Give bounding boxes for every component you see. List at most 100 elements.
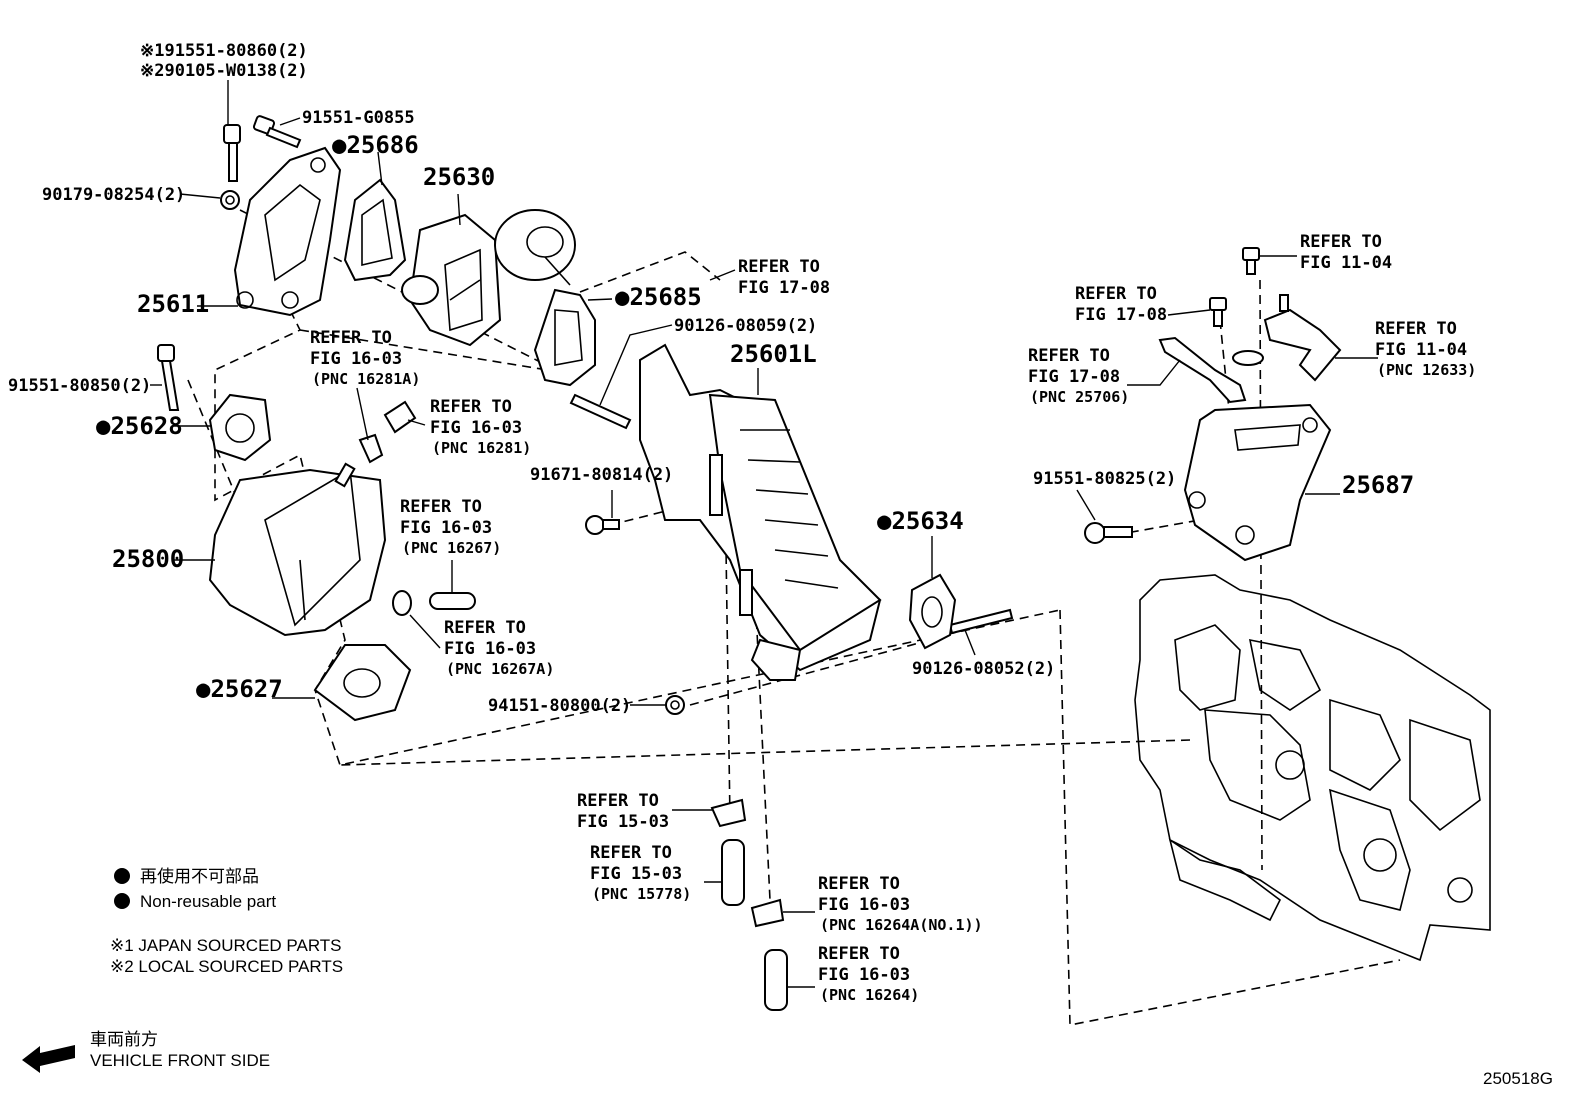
leader-lines <box>150 80 1378 990</box>
label-25611: 25611 <box>137 290 209 318</box>
label-94151-80800: 94151-80800(2) <box>488 696 631 716</box>
label-90126-08059: 90126-08059(2) <box>674 316 817 336</box>
clamp-15-03 <box>710 798 747 828</box>
part-25687-bracket <box>1183 403 1332 562</box>
nut-94151 <box>665 695 685 715</box>
label-25628: ●25628 <box>96 412 183 440</box>
bolt-fig-11-04 <box>1242 247 1260 275</box>
nut-90179 <box>220 190 240 210</box>
label-25634: ●25634 <box>877 507 964 535</box>
label-ref-16-03-a-1: REFER TO <box>310 328 392 348</box>
label-ref-15-03-a-2: FIG 15-03 <box>577 812 669 832</box>
legend: 再使用不可部品 Non-reusable part ※1 JAPAN SOURC… <box>110 866 343 976</box>
label-ref-16-03-b-1: REFER TO <box>430 397 512 417</box>
bracket-fig-17-08 <box>1158 336 1247 404</box>
label-91551-80825: 91551-80825(2) <box>1033 469 1176 489</box>
label-ref-17-08-a-1: REFER TO <box>738 257 820 277</box>
label-ref-15-03-b-3: (PNC 15778) <box>592 885 691 903</box>
vehicle-front-jp: 車両前方 <box>90 1030 158 1049</box>
label-ref-16-03-f-2: FIG 16-03 <box>818 965 910 985</box>
part-25685-gasket <box>533 288 596 387</box>
hose-clamp-16281A <box>358 433 384 464</box>
label-note1: ※191551-80860(2) <box>140 41 308 61</box>
label-25687: 25687 <box>1342 471 1414 499</box>
label-ref-16-03-d-2: FIG 16-03 <box>444 639 536 659</box>
label-ref-16-03-b-3: (PNC 16281) <box>432 439 531 457</box>
label-ref-16-03-e-2: FIG 16-03 <box>818 895 910 915</box>
bolt-91551-G0855 <box>252 115 302 149</box>
bolt-fig-17-08 <box>1209 297 1227 327</box>
label-ref-15-03-a-1: REFER TO <box>577 791 659 811</box>
label-ref-16-03-c-3: (PNC 16267) <box>402 539 501 557</box>
part-25634-gasket <box>908 573 957 650</box>
bolt-91671 <box>585 515 620 535</box>
vehicle-front-en: VEHICLE FRONT SIDE <box>90 1051 270 1070</box>
label-note2: ※290105-W0138(2) <box>140 61 308 81</box>
figure-code: 250518G <box>1483 1069 1553 1088</box>
label-25627: ●25627 <box>196 675 283 703</box>
non-reusable-bullet-icon <box>114 893 130 909</box>
part-25686-gasket <box>343 178 407 282</box>
vehicle-front-indicator: 車両前方 VEHICLE FRONT SIDE <box>22 1030 270 1073</box>
label-ref-11-04-b-3: (PNC 12633) <box>1377 361 1476 379</box>
bracket-fig-11-04 <box>1232 294 1342 382</box>
label-ref-16-03-e-1: REFER TO <box>818 874 900 894</box>
label-ref-16-03-b-2: FIG 16-03 <box>430 418 522 438</box>
label-25800: 25800 <box>112 545 184 573</box>
hose-15778 <box>721 839 745 906</box>
label-90179-08254: 90179-08254(2) <box>42 185 185 205</box>
label-ref-17-08-c-3: (PNC 25706) <box>1030 388 1129 406</box>
label-ref-15-03-b-2: FIG 15-03 <box>590 864 682 884</box>
part-egr-actuator <box>494 209 576 286</box>
label-91671-80814: 91671-80814(2) <box>530 465 673 485</box>
bolt-91551-80860 <box>223 124 241 182</box>
front-arrow-icon <box>22 1045 75 1073</box>
bolt-91551-80825 <box>1084 522 1133 544</box>
bolt-91551-80850 <box>157 344 180 411</box>
label-25630: 25630 <box>423 163 495 191</box>
part-25627-gasket <box>313 644 412 722</box>
part-25800-valve-assembly <box>208 462 387 637</box>
label-ref-17-08-b-2: FIG 17-08 <box>1075 305 1167 325</box>
hose-16264 <box>764 949 788 1011</box>
legend-non-reusable-en: Non-reusable part <box>140 892 276 911</box>
legend-local-sourced: ※2 LOCAL SOURCED PARTS <box>110 957 343 976</box>
label-ref-15-03-b-1: REFER TO <box>590 843 672 863</box>
stud-90126-08052 <box>948 608 1014 635</box>
part-25628-gasket <box>208 393 272 462</box>
label-ref-11-04-b-1: REFER TO <box>1375 319 1457 339</box>
label-ref-16-03-a-3: (PNC 16281A) <box>312 370 420 388</box>
hose-16267 <box>429 592 476 610</box>
part-25611-flange <box>233 146 342 317</box>
label-ref-17-08-c-2: FIG 17-08 <box>1028 367 1120 387</box>
part-25601L-egr-cooler <box>639 343 882 681</box>
legend-japan-sourced: ※1 JAPAN SOURCED PARTS <box>110 936 342 955</box>
clamp-16267A <box>392 590 412 616</box>
label-ref-16-03-f-1: REFER TO <box>818 944 900 964</box>
legend-non-reusable-jp: 再使用不可部品 <box>140 866 259 886</box>
label-ref-17-08-a-2: FIG 17-08 <box>738 278 830 298</box>
label-91551-80850: 91551-80850(2) <box>8 376 151 396</box>
part-25630-valve <box>401 213 502 347</box>
label-25601L: 25601L <box>730 340 817 368</box>
label-25685: ●25685 <box>615 283 702 311</box>
label-ref-16-03-f-3: (PNC 16264) <box>820 986 919 1004</box>
hose-16281 <box>383 400 417 434</box>
label-ref-17-08-c-1: REFER TO <box>1028 346 1110 366</box>
non-reusable-bullet-icon <box>114 868 130 884</box>
clamp-16264A <box>750 898 785 928</box>
stud-90126-08059 <box>569 393 632 430</box>
engine-block <box>1134 574 1491 962</box>
label-ref-16-03-d-1: REFER TO <box>444 618 526 638</box>
label-25686: ●25686 <box>332 131 419 159</box>
label-91551-G0855: 91551-G0855 <box>302 108 415 128</box>
label-ref-11-04-a-1: REFER TO <box>1300 232 1382 252</box>
label-ref-11-04-a-2: FIG 11-04 <box>1300 253 1392 273</box>
label-ref-16-03-d-3: (PNC 16267A) <box>446 660 554 678</box>
label-90126-08052: 90126-08052(2) <box>912 659 1055 679</box>
label-ref-17-08-b-1: REFER TO <box>1075 284 1157 304</box>
label-ref-16-03-c-2: FIG 16-03 <box>400 518 492 538</box>
label-ref-11-04-b-2: FIG 11-04 <box>1375 340 1467 360</box>
label-ref-16-03-c-1: REFER TO <box>400 497 482 517</box>
